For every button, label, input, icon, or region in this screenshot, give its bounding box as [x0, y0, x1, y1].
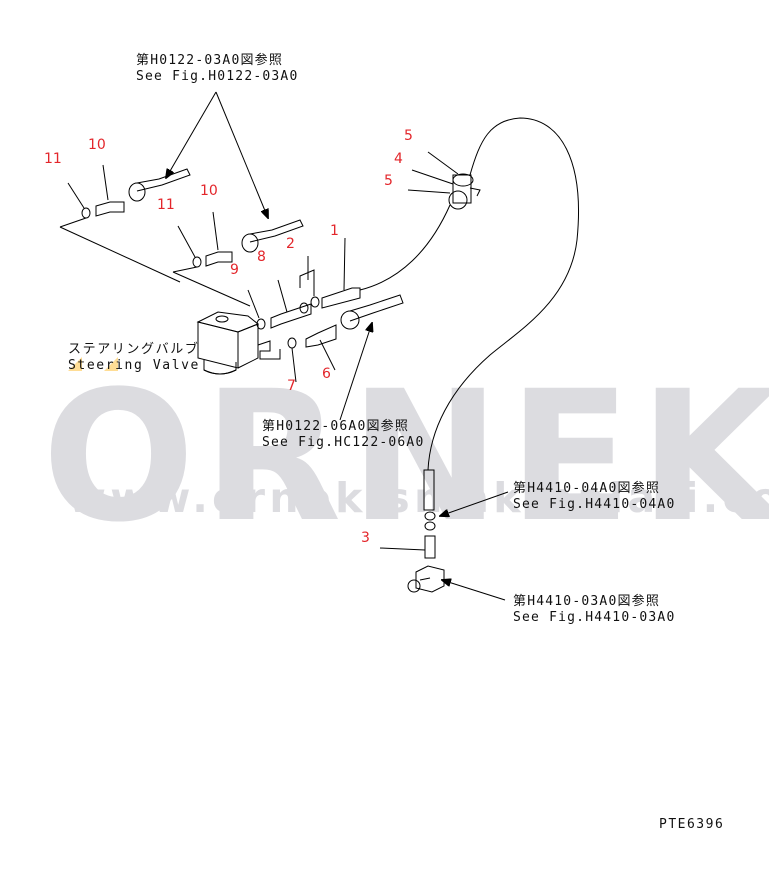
part-number-5: 5 — [384, 173, 393, 189]
steering-valve-body — [196, 311, 281, 375]
part-number-7: 7 — [287, 378, 296, 394]
part-number-1: 1 — [330, 223, 339, 239]
part-number-10: 10 — [200, 183, 218, 199]
part-number-11: 11 — [44, 151, 62, 167]
ref-jp: 第H4410-03A0図参照 — [513, 594, 661, 609]
part-number-5: 5 — [404, 128, 413, 144]
ref-arrow-h4410-03a0 — [442, 580, 506, 601]
ref-jp: 第H0122-06A0図参照 — [262, 419, 410, 434]
ref-label-h4410-04a0: 第H4410-04A0図参照 See Fig.H4410-04A0 — [513, 481, 675, 513]
elbow-fitting — [407, 565, 445, 593]
part-number-11: 11 — [157, 197, 175, 213]
ref-label-h4410-03a0: 第H4410-03A0図参照 See Fig.H4410-03A0 — [513, 594, 675, 626]
watermark-logo: ORNEK — [42, 353, 769, 562]
ref-en: See Fig.HC122-06A0 — [262, 435, 425, 450]
ref-label-h0122-06a0: 第H0122-06A0図参照 See Fig.HC122-06A0 — [262, 419, 424, 451]
highlight-mark — [68, 357, 82, 371]
ref-en: See Fig.H4410-03A0 — [513, 610, 676, 625]
ref-en: See Fig.H4410-04A0 — [513, 497, 676, 512]
ref-arrows-h0122-03a0 — [166, 91, 268, 218]
hose-clamp — [407, 151, 481, 210]
drawing-code: PTE6396 — [659, 817, 725, 832]
steering-valve-jp: ステアリングバルブ — [68, 342, 200, 357]
ref-en: See Fig.H0122-03A0 — [136, 69, 299, 84]
part-number-6: 6 — [322, 366, 331, 382]
watermark-url: www.ornekismakinalari.com.tr — [68, 474, 769, 522]
part-number-3: 3 — [361, 530, 370, 546]
part-number-8: 8 — [257, 249, 266, 265]
part-number-9: 9 — [230, 262, 239, 278]
upper-hose-assembly — [59, 164, 191, 283]
part-number-2: 2 — [286, 236, 295, 252]
ref-arrow-h0122-06a0 — [339, 323, 372, 421]
valve-fittings — [247, 237, 404, 383]
ref-jp: 第H0122-03A0図参照 — [136, 53, 284, 68]
part-number-4: 4 — [394, 151, 403, 167]
highlight-mark — [104, 357, 118, 371]
steering-valve-label: ステアリングバルブ Steering Valve — [68, 342, 200, 374]
long-hose — [359, 117, 579, 559]
middle-hose-assembly — [172, 211, 304, 307]
steering-valve-en: Steering Valve — [68, 358, 200, 373]
ref-label-h0122-03a0: 第H0122-03A0図参照 See Fig.H0122-03A0 — [136, 53, 298, 85]
part-number-10: 10 — [88, 137, 106, 153]
ref-jp: 第H4410-04A0図参照 — [513, 481, 661, 496]
ref-arrow-h4410-04a0 — [440, 491, 509, 516]
